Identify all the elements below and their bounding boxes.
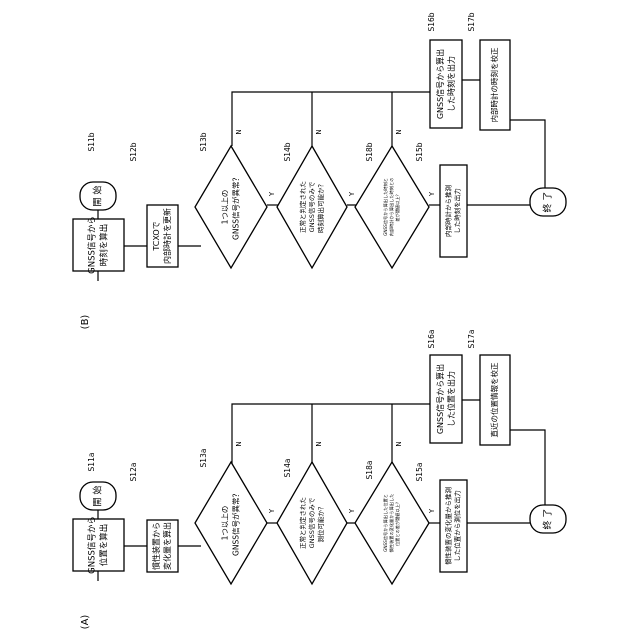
step-s17-text-line: 直近の位置情報を校正 [489, 362, 499, 437]
step-s16-text-line: GNSS信号から算出 [435, 49, 445, 119]
decision-s14-text-line: 正常と判定された [298, 497, 307, 549]
decision-s14-text-line: GNSS信号のみで [307, 497, 316, 548]
step-id-s16: S16a [427, 330, 436, 349]
step-s16-text-line: した位置を出力 [446, 371, 456, 427]
step-id-s18: S18b [365, 142, 374, 161]
step-s16-text-line: した時刻を出力 [446, 56, 456, 112]
decision-s18-text-line: 差が閾値以上？ [394, 192, 401, 221]
figure-label-a: (A) [80, 615, 91, 630]
no-label: N [395, 441, 403, 446]
step-id-s12: S12b [129, 142, 138, 161]
step-s11-text-line: 位置を算出 [99, 524, 110, 567]
step-id-s15: S15b [415, 142, 424, 161]
step-id-s13: S13b [199, 132, 208, 151]
start-label: 開 始 [92, 186, 104, 207]
no-label: N [235, 129, 243, 134]
step-s16a-box [430, 355, 462, 443]
end-label: 終 了 [542, 192, 554, 213]
step-id-s12: S12a [129, 463, 138, 482]
step-s15-text-line: 慣性装置の変化量から推測 [444, 487, 453, 565]
step-s16b-box [430, 40, 462, 128]
step-s15-text-line: した時刻を出力 [453, 188, 462, 234]
step-s15-text-line: した位置から測位を出力 [453, 490, 462, 562]
step-s12-text-line: 変化量を算出 [162, 522, 172, 570]
step-id-s17: S17a [467, 330, 476, 349]
step-s11b-box [73, 219, 124, 271]
decision-s13-text-line: 1つ以上の [221, 506, 230, 541]
step-id-s14: S14a [283, 459, 292, 478]
decision-s13-text-line: GNSS信号が異常？ [231, 174, 241, 240]
step-id-s17: S17b [467, 12, 476, 31]
step-s12-text-line: TCXOで [152, 221, 161, 251]
step-s16-text-line: GNSS信号から算出 [435, 364, 445, 434]
decision-s18-text-line: GNSS信号から算出した位置と [382, 494, 389, 552]
step-s11-text-line: GNSS信号から [87, 216, 98, 274]
decision-s14-text-line: 正常と判定された [298, 181, 307, 233]
yes-label: Y [268, 191, 276, 197]
end-label: 終 了 [542, 509, 554, 530]
decision-s13-text-line: 1つ以上の [221, 190, 230, 225]
decision-s18-text-line: 慣性装置の変化量から算出した [388, 494, 395, 553]
yes-label: Y [348, 191, 356, 197]
step-id-s16: S16b [427, 12, 436, 31]
yes-label: Y [268, 508, 276, 514]
no-label: N [315, 441, 323, 446]
figure-label-b: (B) [80, 315, 91, 330]
step-s15-text-line: 内部時計から推測 [444, 185, 453, 237]
step-s17-text-line: 内部時計の時刻を校正 [489, 47, 499, 122]
step-id-s13: S13a [199, 449, 208, 468]
yes-label: Y [348, 508, 356, 514]
start-label: 開 始 [92, 486, 104, 507]
no-label: N [315, 129, 323, 134]
step-id-s15: S15a [415, 463, 424, 482]
no-label: N [235, 441, 243, 446]
step-s12-text-line: 慣性装置から [151, 522, 161, 570]
decision-s14-text-line: GNSS信号のみで [307, 181, 316, 232]
yes-label: Y [428, 191, 436, 197]
decision-s18-text-line: GNSS信号から算出した時刻と [382, 178, 389, 236]
decision-s18-text-line: 位置との差が閾値以上？ [394, 500, 401, 546]
step-id-s18: S18a [365, 461, 374, 480]
decision-s14-text-line: 時刻算出可能か？ [316, 181, 325, 233]
step-s12-text-line: 内部時計を更新 [162, 208, 172, 264]
step-id-s11: S11a [87, 453, 96, 472]
no-label: N [395, 129, 403, 134]
decision-s13-text-line: GNSS信号が異常？ [231, 490, 241, 556]
step-s11a-box [73, 519, 124, 571]
step-s11-text-line: GNSS信号から [87, 516, 98, 574]
step-id-s14: S14b [283, 142, 292, 161]
decision-s18-text-line: 内部時計から算出した時刻との [388, 178, 395, 237]
yes-label: Y [428, 508, 436, 514]
decision-s14-text-line: 測位可能か？ [316, 504, 325, 543]
step-s11-text-line: 時刻を算出 [99, 224, 110, 267]
step-id-s11: S11b [87, 132, 96, 151]
